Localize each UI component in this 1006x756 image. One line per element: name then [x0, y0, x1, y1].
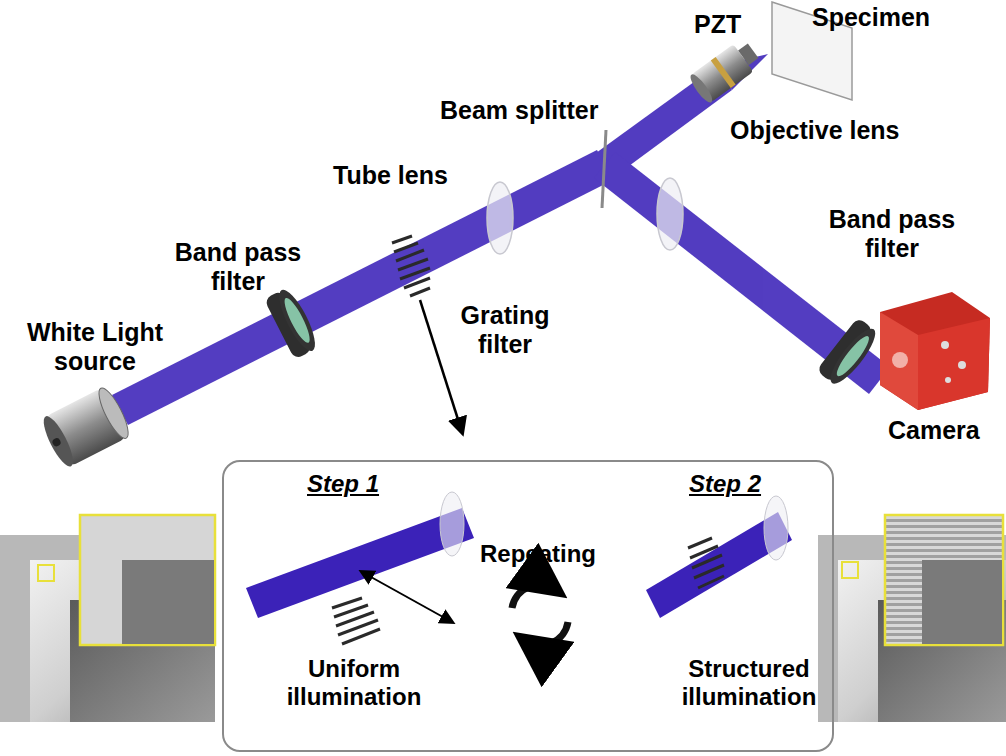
uniform-illumination-sketch-part — [362, 572, 452, 622]
uniform-illumination-sketch-part — [332, 598, 380, 644]
light-beam-part — [112, 150, 613, 425]
cycle-icon — [512, 585, 568, 646]
structured-illumination-sketch-part-part — [690, 546, 718, 558]
component-label: Band pass filter — [812, 205, 972, 263]
cycle-icon-part — [512, 585, 556, 608]
light-source-symbol-part — [38, 413, 78, 470]
uniform-illumination-sketch-part-part — [342, 629, 380, 644]
beam-splitter-symbol-part — [602, 130, 606, 208]
grating-symbol-part — [410, 288, 430, 296]
component-label: Band pass filter — [158, 238, 318, 296]
sample-image-uniform-part — [30, 560, 215, 722]
leader-arrow — [420, 300, 462, 432]
cycle-icon-part — [524, 622, 568, 645]
light-source-symbol-part — [94, 385, 134, 442]
light-beam-part — [594, 152, 890, 394]
sample-image-structured-part — [922, 560, 1002, 644]
component-label: Objective lens — [730, 116, 900, 145]
grating-symbol-part — [398, 259, 428, 270]
structured-illumination-sketch-part-part — [694, 565, 724, 578]
panel-text: Repeating — [480, 540, 596, 568]
sample-image-uniform-part — [122, 560, 214, 644]
uniform-illumination-sketch-part — [440, 492, 464, 556]
leader-arrow-part — [420, 300, 462, 432]
structured-illumination-sketch-part — [764, 496, 788, 560]
sample-image-uniform-part — [80, 515, 215, 645]
component-label: Grating filter — [440, 301, 570, 359]
grating-symbol-part — [396, 250, 424, 261]
structured-illumination-sketch — [646, 496, 792, 618]
camera-symbol — [880, 292, 990, 410]
component-label: Beam splitter — [440, 96, 598, 125]
sample-image-structured-part — [885, 515, 1003, 645]
light-source-symbol — [38, 385, 133, 470]
panel-text: Uniform illumination — [279, 655, 429, 711]
grating-symbol-part — [404, 278, 430, 288]
camera-symbol-part — [880, 312, 918, 410]
camera-symbol-part — [941, 341, 949, 349]
camera-symbol-part — [958, 361, 966, 369]
lens-symbol — [657, 178, 683, 250]
component-label: White Light source — [5, 318, 185, 376]
sample-image-uniform-part — [38, 565, 54, 581]
grating-symbol — [392, 236, 430, 296]
objective-lens-symbol-part — [711, 57, 736, 88]
inset-panel: Step 1 Step 2 RepeatingUniform illuminatio… — [222, 460, 834, 752]
sample-image-structured-part — [842, 562, 858, 578]
filter-symbol-part — [280, 295, 313, 345]
sample-image-structured-part — [838, 560, 1006, 722]
camera-symbol-part — [918, 318, 990, 410]
uniform-illumination-sketch-part-part — [332, 598, 362, 608]
filter-symbol-part — [833, 333, 873, 380]
lens-symbol-part — [487, 182, 513, 254]
lens-symbol-part — [657, 178, 683, 250]
objective-lens-symbol — [687, 37, 763, 105]
structured-illumination-sketch-part-part — [698, 576, 724, 588]
component-label: Specimen — [812, 3, 930, 32]
camera-symbol-part — [945, 377, 951, 383]
structured-illumination-sketch-part-part — [688, 538, 712, 548]
camera-symbol-part — [892, 352, 908, 368]
step-heading: Step 2 — [689, 470, 761, 498]
uniform-illumination-sketch — [246, 492, 474, 644]
component-label: Camera — [888, 416, 980, 445]
lens-symbol — [487, 182, 513, 254]
grating-symbol-part — [400, 268, 430, 279]
camera-symbol-part — [880, 292, 990, 410]
step-heading: Step 1 — [307, 470, 379, 498]
light-beam — [112, 54, 890, 425]
grating-symbol-part — [392, 236, 412, 243]
filter-symbol-part — [273, 286, 322, 356]
filter-symbol — [816, 317, 882, 389]
filter-symbol — [264, 286, 322, 360]
panel-text: Structured illumination — [674, 655, 824, 711]
sample-image-uniform — [0, 515, 215, 722]
objective-lens-symbol-part — [687, 72, 715, 105]
sample-image-structured — [818, 515, 1006, 722]
filter-symbol-part — [824, 323, 882, 389]
structured-illumination-sketch-part-part — [692, 555, 722, 568]
beam-splitter-symbol — [602, 130, 606, 208]
grating-symbol-part — [394, 243, 418, 252]
objective-lens-symbol-part — [738, 44, 758, 66]
structured-illumination-sketch-part — [688, 538, 724, 588]
light-source-symbol-part — [51, 437, 62, 448]
component-label: Tube lens — [333, 161, 448, 190]
component-label: PZT — [694, 10, 741, 39]
